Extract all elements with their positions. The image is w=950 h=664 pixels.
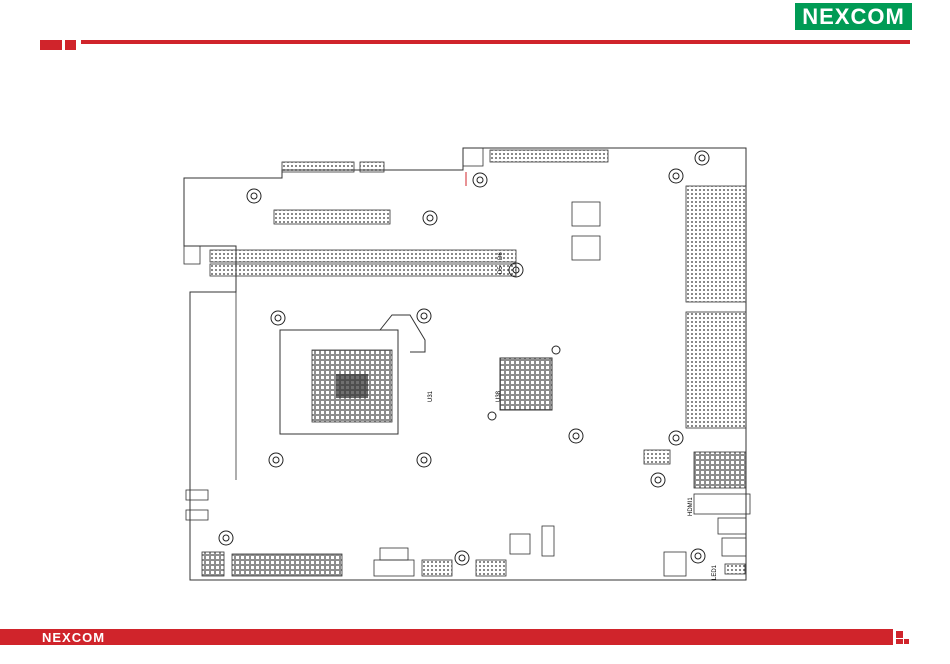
fan-connector xyxy=(184,246,200,264)
memory-slot xyxy=(210,264,516,276)
top-header-pins xyxy=(490,150,608,162)
small-header xyxy=(722,538,746,556)
left-header xyxy=(186,510,208,520)
sata-connector xyxy=(476,560,506,576)
dc-jack xyxy=(718,518,746,534)
jumper-block xyxy=(510,534,530,554)
left-header xyxy=(186,490,208,500)
led-header xyxy=(725,564,745,574)
label-u31: U31 xyxy=(428,390,434,402)
sodimm-socket xyxy=(572,202,600,226)
internal-header xyxy=(274,210,390,224)
nexcom-logo-top: NEXCOM xyxy=(795,3,912,30)
footer-bar xyxy=(0,629,950,645)
nexcom-logo-footer: NEXCOM xyxy=(42,630,105,645)
power-connector xyxy=(202,552,224,576)
edge-connector xyxy=(282,162,354,172)
sata-connector xyxy=(422,560,452,576)
motherboard-layout-diagram: D6 D5 U31 U38 HDMI1 LED1 xyxy=(170,140,770,600)
board-outline xyxy=(184,148,746,580)
label-d6: D6 xyxy=(498,252,504,260)
logo-text: NEXCOM xyxy=(802,4,905,30)
label-led: LED1 xyxy=(712,564,718,580)
label-hdmi: HDMI1 xyxy=(688,497,694,516)
header-accent-block xyxy=(65,40,76,50)
chipset-bga xyxy=(500,358,552,410)
jumper-block xyxy=(542,526,554,556)
bottom-header xyxy=(380,548,408,560)
header-rule xyxy=(81,40,910,44)
footer-accent-block xyxy=(896,639,903,644)
cpu-center xyxy=(336,374,368,398)
lan-connector xyxy=(694,452,746,488)
label-u38: U38 xyxy=(496,390,502,402)
small-ic xyxy=(664,552,686,576)
header-accent-block xyxy=(40,40,62,50)
label-d5: D5 xyxy=(498,266,504,274)
footer-accent-block xyxy=(904,639,909,644)
footer-accent-block xyxy=(896,631,903,638)
ic-chip xyxy=(644,450,670,464)
memory-slot xyxy=(210,250,516,262)
atx-power-connector xyxy=(232,554,342,576)
serial-stack xyxy=(686,312,746,428)
sodimm-socket xyxy=(572,236,600,260)
edge-connector xyxy=(360,162,384,172)
hdmi-connector xyxy=(694,494,750,514)
bottom-header xyxy=(374,560,414,576)
top-header xyxy=(463,148,483,166)
usb-stack xyxy=(686,186,746,302)
